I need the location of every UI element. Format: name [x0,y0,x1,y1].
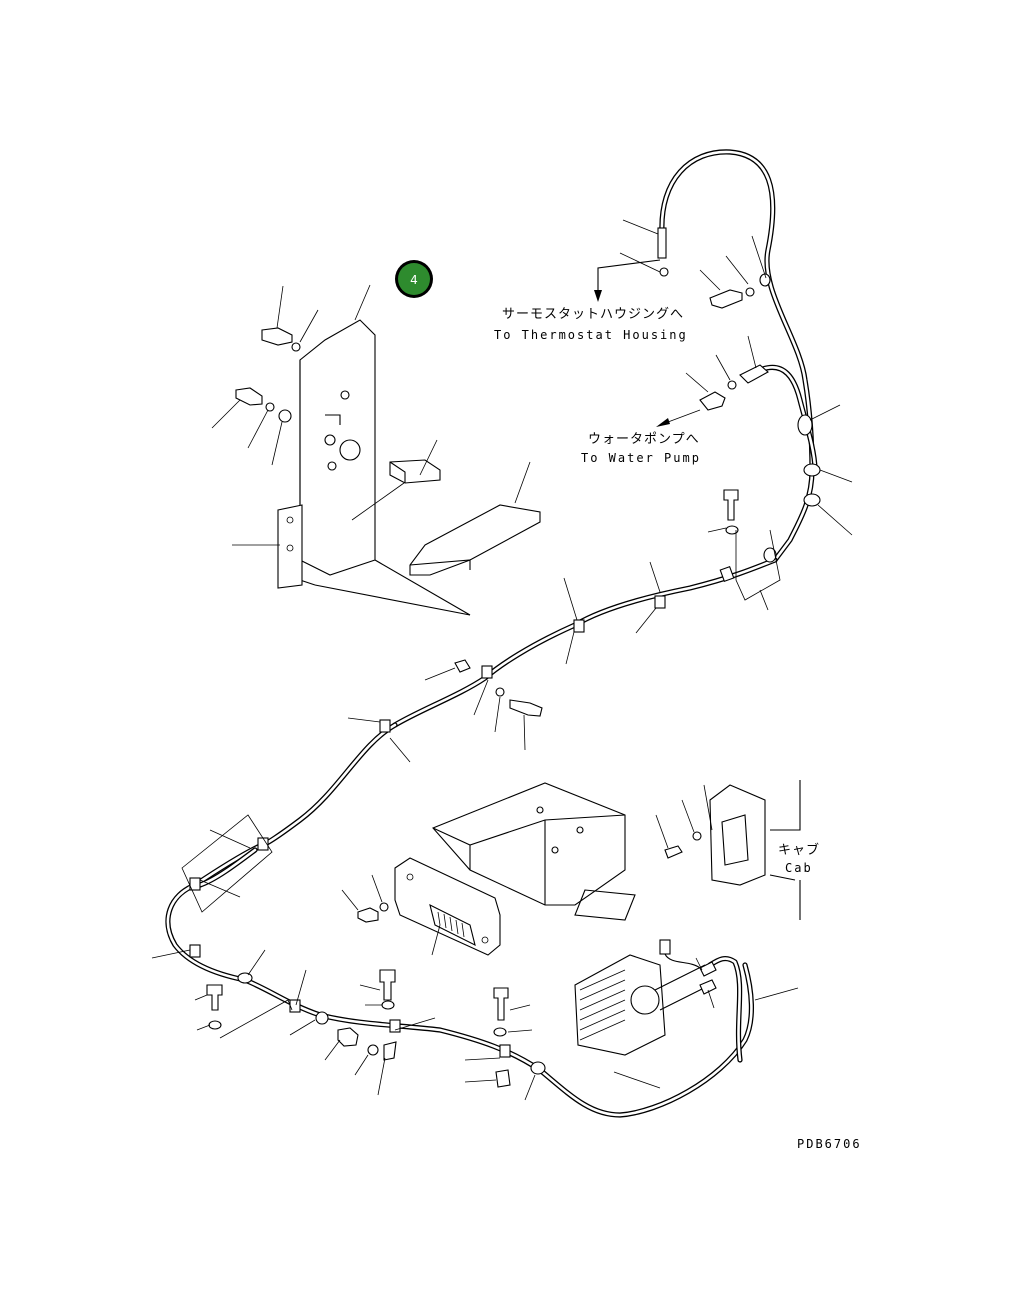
mounting-bracket [277,319,541,616]
water-pump-label-en: To Water Pump [581,451,701,465]
cab-label-en: Cab [785,861,813,875]
thermostat-label-en: To Thermostat Housing [494,328,688,342]
cab-label-jp: キャブ [778,842,820,858]
blower-assembly [574,939,711,1056]
bolt-set-upper-left [235,327,301,423]
louver-panel [394,857,501,956]
direction-arrows [594,259,701,427]
cab-plate [709,780,801,920]
drawing-code: PDB6706 [797,1137,862,1151]
leader-lines [151,219,853,1101]
callout-badge-number: 4 [410,273,418,287]
hose-clamps [189,273,821,1075]
water-pump-label-jp: ウォータポンプへ [588,432,700,447]
fasteners [206,227,769,1088]
heater-unit [432,782,636,921]
thermostat-label-jp: サーモスタットハウジングへ [502,307,684,322]
callout-badge[interactable]: 4 [395,260,433,298]
